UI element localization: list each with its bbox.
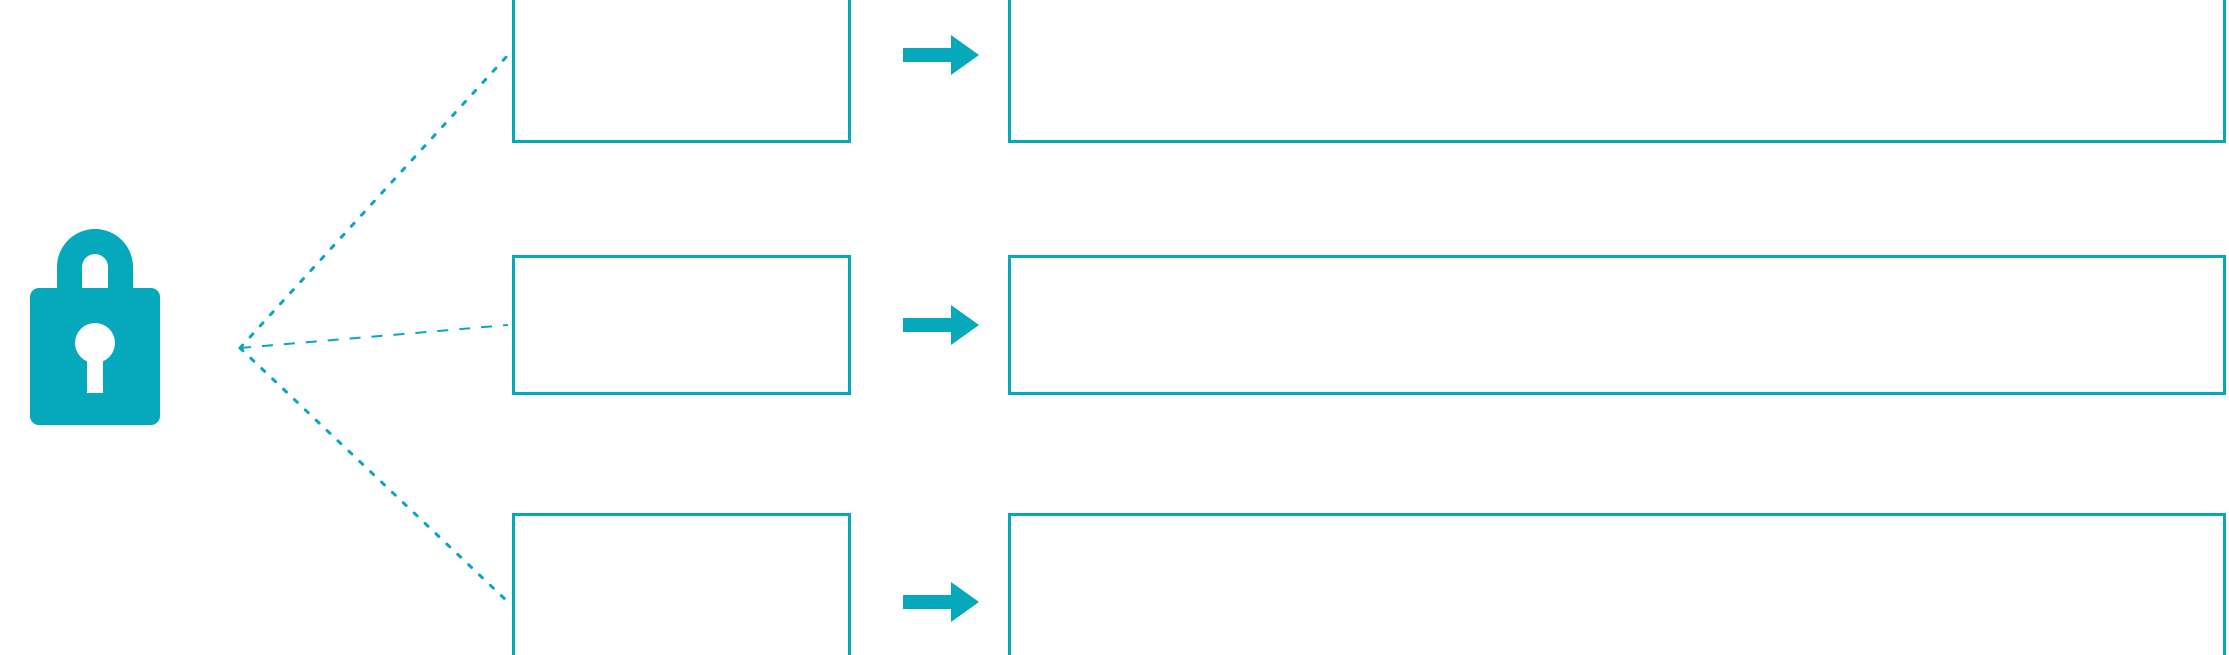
row-1-right-arrow-icon — [903, 35, 979, 75]
row-3-secondary-box[interactable] — [1008, 513, 2226, 655]
connector-line-bottom — [238, 346, 510, 604]
lock-icon — [30, 229, 160, 425]
connector-line-middle — [239, 324, 509, 349]
connector-line-top — [238, 53, 510, 350]
row-1-primary-box[interactable] — [512, 0, 851, 143]
row-2-primary-box[interactable] — [512, 255, 851, 395]
row-3-right-arrow-icon — [903, 582, 979, 622]
row-2-secondary-box[interactable] — [1008, 255, 2226, 395]
row-3-primary-box[interactable] — [512, 513, 851, 655]
row-2-right-arrow-icon — [903, 305, 979, 345]
row-1-secondary-box[interactable] — [1008, 0, 2226, 143]
